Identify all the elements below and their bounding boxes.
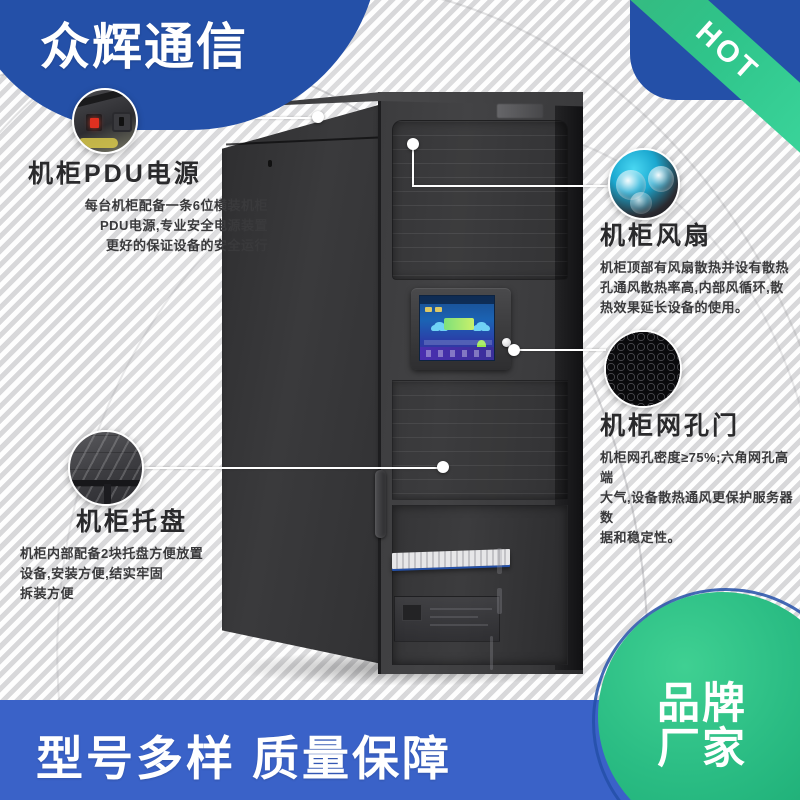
feature-desc-line: 拆装方便 (20, 586, 75, 602)
callout-dot-tray (437, 461, 449, 473)
brand-name: 众辉通信 (40, 19, 248, 75)
screen-topbar (420, 296, 494, 304)
equipment-detail-line (430, 624, 488, 626)
screen-cloud-icon (434, 322, 445, 330)
footer-slogan: 型号多样 质量保障 (36, 732, 453, 785)
cabinet-upper-door (392, 120, 568, 280)
equipment-detail-line (430, 616, 478, 618)
screen-bottom-bar (420, 347, 494, 360)
screen-cloud-icon (476, 322, 487, 330)
feature-desc-line: PDU电源,专业安全电源装置 (99, 217, 268, 233)
cabinet-middle-door (392, 380, 568, 500)
feature-title-pdu: 机柜PDU电源 (28, 160, 202, 188)
pdu-power-strip-icon (72, 88, 138, 154)
brand-badge-line2: 厂家 (657, 724, 747, 773)
feature-desc-line: 设备,安装方便,结实牢固 (20, 565, 164, 581)
callout-dot-mesh (508, 344, 520, 356)
brand-badge-text: 品牌 厂家 (622, 679, 782, 773)
feature-title-fan: 机柜风扇 (600, 222, 713, 250)
screen-chip (435, 307, 442, 312)
feature-desc-line: 机柜内部配备2块托盘方便放置 (20, 545, 204, 561)
feature-callout-pdu: 机柜PDU电源 每台机柜配备一条6位横装机柜 PDU电源,专业安全电源装置 更好… (28, 160, 268, 256)
cabinet-vent-slot (497, 588, 502, 614)
feature-desc-line: 每台机柜配备一条6位横装机柜 (84, 197, 268, 213)
feature-desc-line: 热效果延长设备的使用。 (600, 300, 749, 316)
shelf-tray-icon (68, 430, 144, 506)
screen-status-indicator (477, 340, 486, 351)
feature-desc-line: 据和稳定性。 (600, 530, 682, 546)
hex-mesh-icon (604, 330, 682, 408)
brand-badge-line1: 品牌 (657, 679, 747, 728)
feature-desc-line: 孔通风散热率高,内部风循环,散 (600, 279, 784, 295)
feature-callout-tray: 机柜托盘 机柜内部配备2块托盘方便放置 设备,安装方便,结实牢固 拆装方便 (20, 508, 244, 604)
feature-callout-fan: 机柜风扇 机柜顶部有风扇散热并设有散热 孔通风散热率高,内部风循环,散 热效果延… (600, 222, 800, 318)
cabinet-equipment-module (402, 604, 422, 621)
callout-line-mesh (514, 349, 606, 351)
feature-title-mesh-door: 机柜网孔门 (600, 412, 741, 440)
feature-desc-line: 大气,设备散热通风更保护服务器数 (600, 490, 794, 526)
feature-desc-line: 更好的保证设备的安全运行 (105, 238, 268, 254)
feature-callout-mesh-door: 机柜网孔门 机柜网孔密度≥75%;六角网孔高端 大气,设备散热通风更保护服务器数… (600, 412, 800, 548)
callout-line-fan-vertical (412, 144, 414, 186)
callout-dot-pdu (312, 111, 324, 123)
cabinet-door-handle (375, 470, 386, 538)
control-touchscreen (419, 295, 495, 361)
cabinet-side-lock (268, 160, 272, 167)
cabinet-side-panel (222, 104, 382, 664)
cabinet-vent-slot (490, 636, 493, 670)
cabinet-brand-logo-icon (497, 104, 543, 118)
screen-data-row (424, 340, 492, 345)
callout-dot-fan (407, 138, 419, 150)
callout-line-tray (144, 467, 440, 469)
cooling-fan-icon (608, 148, 680, 220)
feature-title-tray: 机柜托盘 (75, 508, 188, 536)
feature-desc-line: 机柜网孔密度≥75%;六角网孔高端 (600, 449, 789, 485)
equipment-detail-line (430, 608, 492, 610)
cabinet-vent-slot (497, 548, 502, 574)
hot-badge: HOT (600, 0, 800, 170)
screen-center-graphic (444, 318, 474, 330)
control-panel-button (502, 338, 511, 347)
screen-chip (425, 307, 432, 312)
feature-desc-line: 机柜顶部有风扇散热并设有散热 (600, 259, 790, 275)
callout-line-fan (412, 185, 608, 187)
